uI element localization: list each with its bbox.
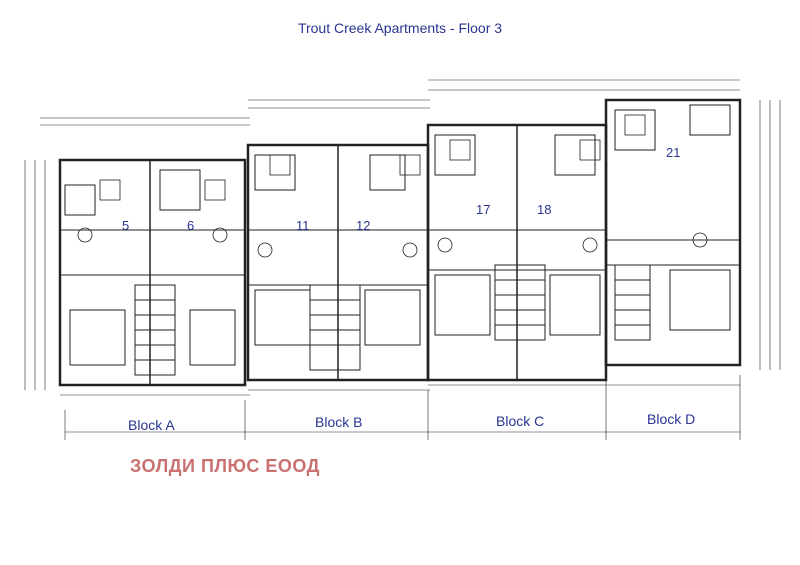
block-label-d: Block D	[647, 411, 696, 427]
apartment-number: 12	[356, 218, 371, 233]
block-label-b: Block B	[315, 414, 363, 430]
block-label-a: Block A	[128, 417, 175, 433]
block-label-c: Block C	[496, 413, 545, 429]
apartment-number: 5	[122, 218, 130, 233]
apartment-number: 6	[187, 218, 195, 233]
apartment-number: 21	[666, 145, 681, 160]
plan-title: Trout Creek Apartments - Floor 3	[297, 20, 503, 36]
apartment-number: 11	[296, 218, 310, 233]
apartment-number: 18	[537, 202, 552, 217]
apartment-number: 17	[476, 202, 491, 217]
company-name: ЗОЛДИ ПЛЮС ЕООД	[130, 456, 320, 476]
